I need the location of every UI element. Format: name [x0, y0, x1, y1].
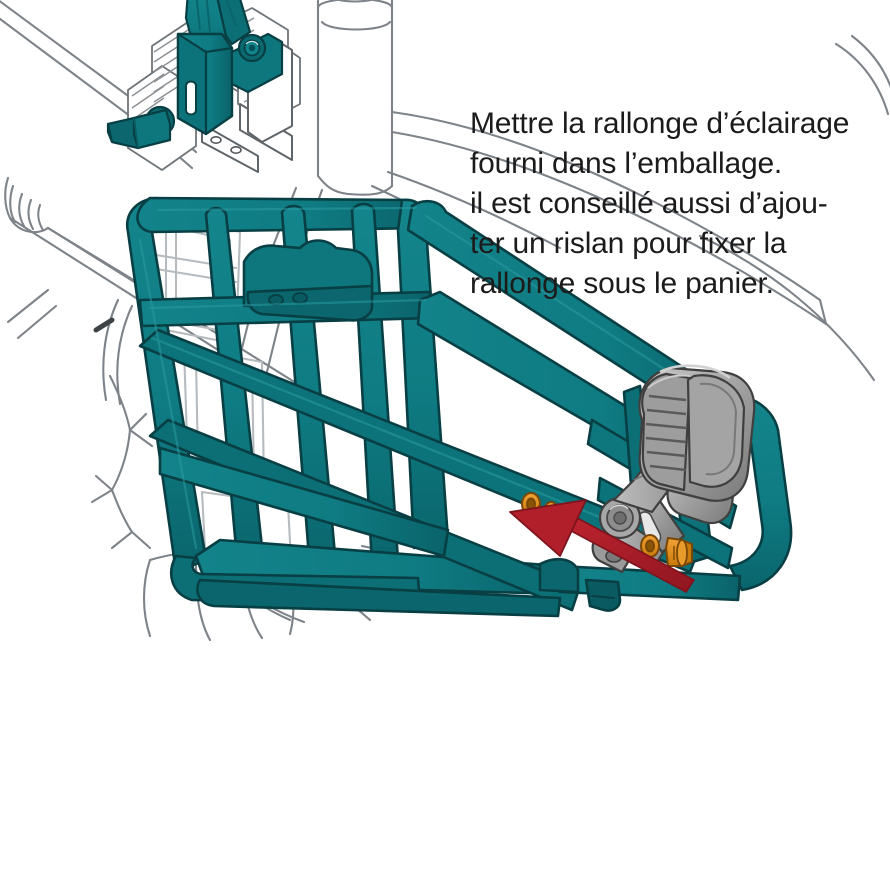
arrow-head: [509, 499, 587, 557]
headlight-heatsink: [641, 372, 692, 492]
rack-rear-lower-rail: [158, 446, 450, 558]
callout-arrow: [509, 499, 696, 594]
bracket-teal-body: [176, 32, 234, 136]
mounting-bracket: [106, 0, 301, 173]
bolt-head: [676, 539, 688, 567]
instruction-line-5: rallonge sous le panier.: [470, 267, 774, 300]
heatsink-fins: [645, 394, 687, 472]
instruction-text-block: Mettre la rallonge d’éclairage fourni da…: [470, 104, 870, 304]
rack-center-plate: [242, 239, 374, 322]
hex-bolt-teal: [106, 108, 172, 150]
bracket-hinge: [230, 32, 284, 94]
washer-right: [640, 534, 660, 558]
bracket-hole: [210, 136, 222, 145]
instruction-line-1: Mettre la rallonge d’éclairage: [470, 107, 850, 140]
headlight-lens-face: [686, 374, 746, 488]
headlight-assembly: [591, 364, 756, 574]
instruction-line-3: il est conseillé aussi d’ajou-: [470, 187, 828, 220]
headlight-mid-pivot: [598, 496, 642, 540]
plate-hole: [292, 292, 308, 304]
instruction-line-4: ter un rislan pour fixer la: [470, 227, 787, 260]
rack-mount-tab: [584, 578, 622, 612]
rack-bottom-edge: [196, 578, 562, 618]
bracket-hole: [230, 146, 242, 155]
rack-floor-lip: [538, 557, 580, 594]
instruction-line-2: fourni dans l’emballage.: [470, 147, 783, 180]
orange-bolt: [664, 536, 693, 568]
